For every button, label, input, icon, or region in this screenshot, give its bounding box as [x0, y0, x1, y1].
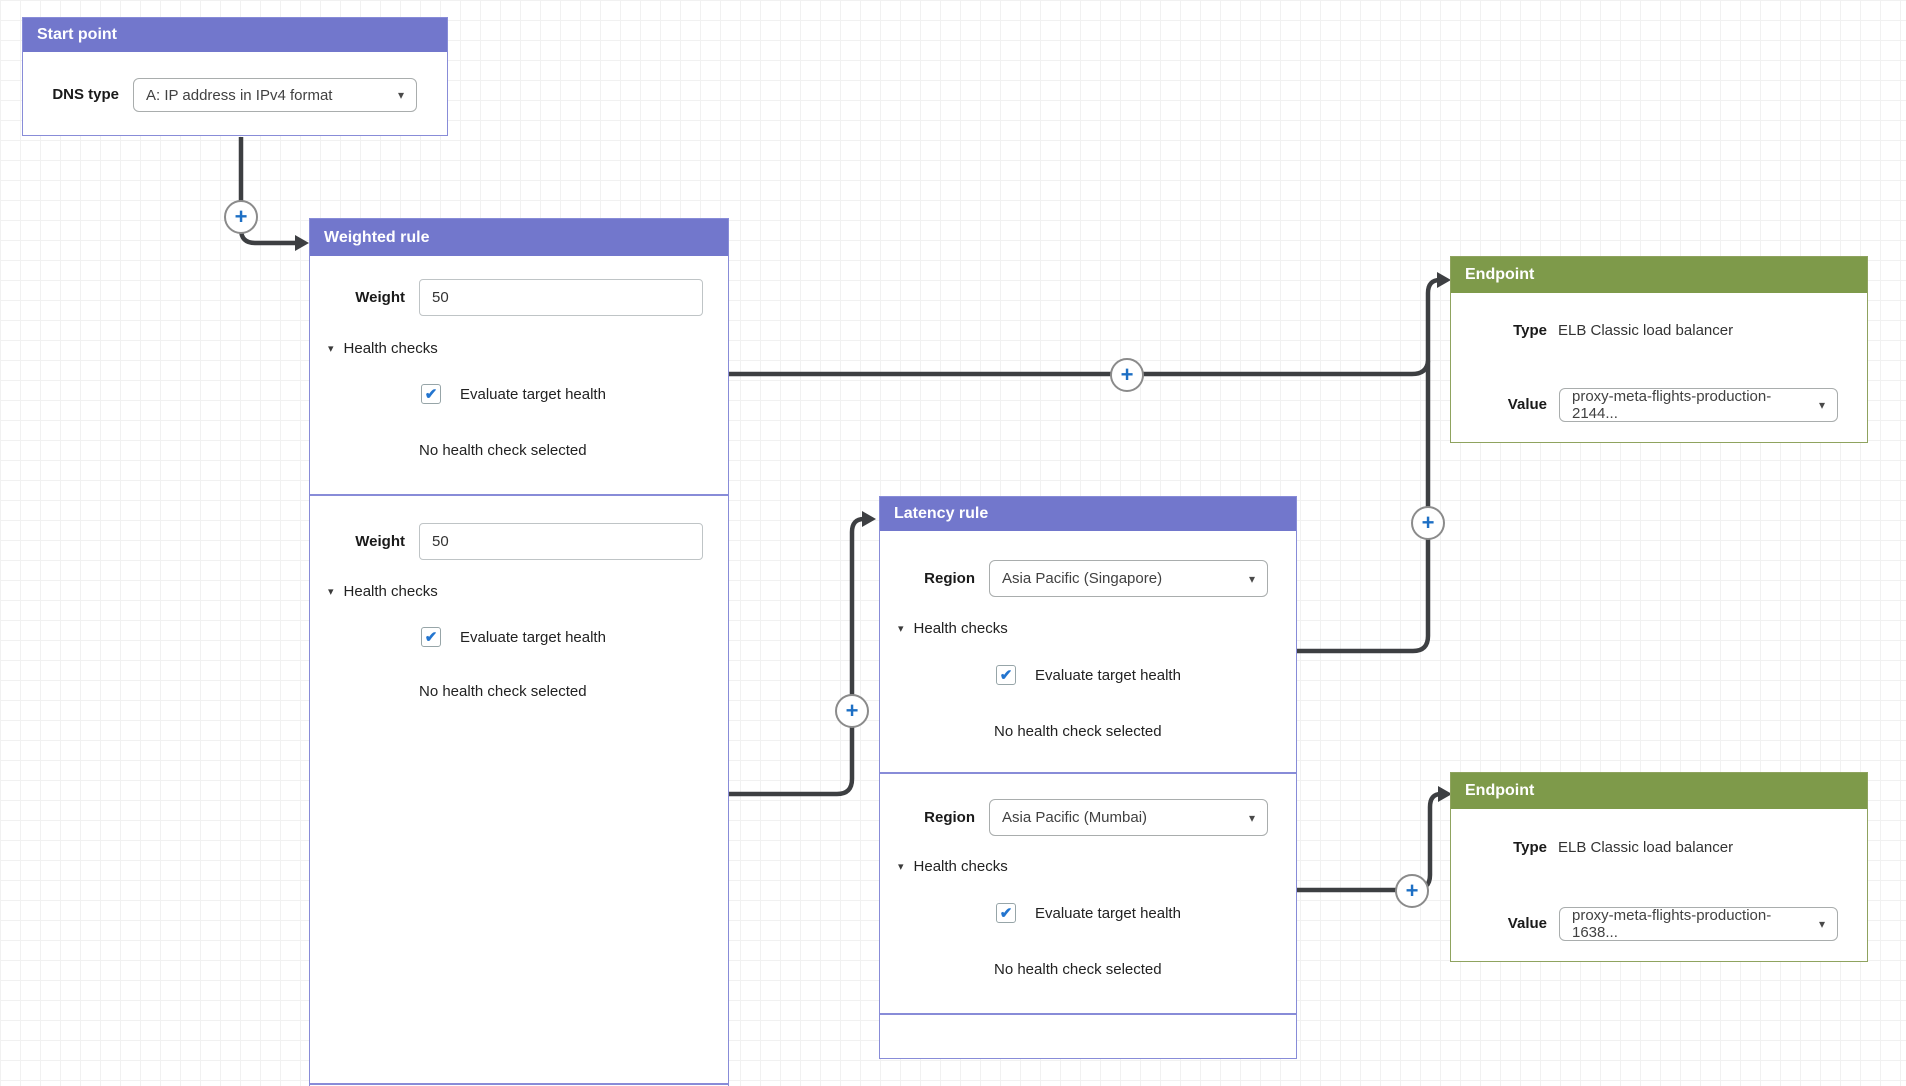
health-checks-toggle[interactable]: ▾ Health checks: [328, 340, 438, 357]
type-label: Type: [1513, 839, 1547, 856]
health-checks-label: Health checks: [343, 583, 438, 600]
endpoint-value-select[interactable]: proxy-meta-flights-production-2144... ▾: [1559, 388, 1838, 422]
triangle-down-icon: ▾: [898, 861, 904, 873]
type-label: Type: [1513, 322, 1547, 339]
connector-weighted2-to-latency: [729, 516, 865, 797]
weight-label: Weight: [355, 533, 405, 550]
region-label: Region: [924, 809, 975, 826]
no-health-check-text: No health check selected: [994, 723, 1162, 740]
type-value: ELB Classic load balancer: [1558, 839, 1734, 856]
endpoint-header: Endpoint: [1451, 773, 1867, 809]
health-checks-toggle[interactable]: ▾ Health checks: [898, 858, 1008, 875]
plus-icon: +: [1405, 878, 1419, 903]
weight-input[interactable]: [419, 523, 703, 560]
region-value: Asia Pacific (Singapore): [1002, 570, 1163, 587]
add-connection-button-endpoint2[interactable]: +: [1395, 874, 1429, 908]
health-checks-toggle[interactable]: ▾ Health checks: [898, 620, 1008, 637]
connector-weighted1-branch: [729, 360, 1431, 377]
arrowhead-endpoint1: [1437, 272, 1451, 288]
evaluate-health-row: ✔ Evaluate target health: [996, 903, 1181, 923]
value-label: Value: [1507, 396, 1547, 413]
dns-type-select[interactable]: A: IP address in IPv4 format ▾: [133, 78, 417, 112]
region-label: Region: [924, 570, 975, 587]
triangle-down-icon: ▾: [328, 343, 334, 355]
region-select[interactable]: Asia Pacific (Mumbai) ▾: [989, 799, 1268, 836]
arrowhead-latency: [862, 511, 876, 527]
chevron-down-icon: ▾: [1248, 810, 1255, 825]
dns-type-label: DNS type: [52, 86, 119, 103]
chevron-down-icon: ▾: [1248, 571, 1255, 586]
weight-label: Weight: [355, 289, 405, 306]
weighted-rule-box: Weighted rule Weight ▾ Health checks ✔ E…: [309, 218, 729, 1086]
endpoint-box: Endpoint Type ELB Classic load balancer …: [1450, 256, 1868, 443]
plus-icon: +: [234, 204, 248, 229]
latency-rule-box: Latency rule Region Asia Pacific (Singap…: [879, 496, 1297, 1059]
check-icon: ✔: [999, 904, 1013, 922]
add-connection-button-endpoint1[interactable]: +: [1411, 506, 1445, 540]
value-label: Value: [1507, 915, 1547, 932]
health-checks-toggle[interactable]: ▾ Health checks: [328, 583, 438, 600]
health-checks-label: Health checks: [913, 620, 1008, 637]
evaluate-target-health-label: Evaluate target health: [460, 628, 606, 646]
plus-icon: +: [1421, 510, 1435, 535]
health-checks-label: Health checks: [913, 858, 1008, 875]
endpoint-box: Endpoint Type ELB Classic load balancer …: [1450, 772, 1868, 962]
evaluate-health-row: ✔ Evaluate target health: [996, 665, 1181, 685]
check-icon: ✔: [424, 385, 438, 403]
no-health-check-text: No health check selected: [994, 961, 1162, 978]
section-divider: [310, 494, 728, 496]
plus-icon: +: [845, 698, 859, 723]
no-health-check-text: No health check selected: [419, 442, 587, 459]
evaluate-target-health-label: Evaluate target health: [1035, 666, 1181, 684]
endpoint-value-select[interactable]: proxy-meta-flights-production-1638... ▾: [1559, 907, 1838, 941]
section-divider: [880, 772, 1296, 774]
evaluate-target-health-checkbox[interactable]: ✔: [421, 384, 441, 404]
evaluate-target-health-checkbox[interactable]: ✔: [421, 627, 441, 647]
chevron-down-icon: ▾: [1818, 917, 1825, 931]
region-select[interactable]: Asia Pacific (Singapore) ▾: [989, 560, 1268, 597]
start-point-box: Start point DNS type A: IP address in IP…: [22, 17, 448, 136]
evaluate-target-health-checkbox[interactable]: ✔: [996, 903, 1016, 923]
triangle-down-icon: ▾: [898, 623, 904, 635]
add-connection-button-weighted2[interactable]: +: [835, 694, 869, 728]
chevron-down-icon: ▾: [1818, 398, 1825, 412]
add-connection-button-start[interactable]: +: [224, 200, 258, 234]
evaluate-health-row: ✔ Evaluate target health: [421, 384, 606, 404]
endpoint-value: proxy-meta-flights-production-2144...: [1572, 388, 1772, 422]
no-health-check-text: No health check selected: [419, 683, 587, 700]
type-value: ELB Classic load balancer: [1558, 322, 1734, 339]
connector-latency1-to-endpoint1: [1297, 277, 1441, 654]
check-icon: ✔: [424, 628, 438, 646]
evaluate-health-row: ✔ Evaluate target health: [421, 627, 606, 647]
arrowhead-weighted: [295, 235, 309, 251]
plus-icon: +: [1120, 362, 1134, 387]
check-icon: ✔: [999, 666, 1013, 684]
endpoint-header: Endpoint: [1451, 257, 1867, 293]
weight-input[interactable]: [419, 279, 703, 316]
start-point-header: Start point: [23, 18, 447, 52]
section-divider: [880, 1013, 1296, 1015]
chevron-down-icon: ▾: [397, 88, 404, 102]
latency-rule-header: Latency rule: [880, 497, 1296, 531]
evaluate-target-health-checkbox[interactable]: ✔: [996, 665, 1016, 685]
evaluate-target-health-label: Evaluate target health: [460, 385, 606, 403]
endpoint-value: proxy-meta-flights-production-1638...: [1572, 907, 1772, 941]
health-checks-label: Health checks: [343, 340, 438, 357]
arrowhead-endpoint2: [1438, 786, 1452, 802]
triangle-down-icon: ▾: [328, 586, 334, 598]
weighted-rule-header: Weighted rule: [310, 219, 728, 256]
dns-type-value: A: IP address in IPv4 format: [146, 86, 333, 104]
evaluate-target-health-label: Evaluate target health: [1035, 904, 1181, 922]
region-value: Asia Pacific (Mumbai): [1002, 809, 1148, 826]
section-divider: [310, 1083, 728, 1085]
add-connection-button-weighted1[interactable]: +: [1110, 358, 1144, 392]
